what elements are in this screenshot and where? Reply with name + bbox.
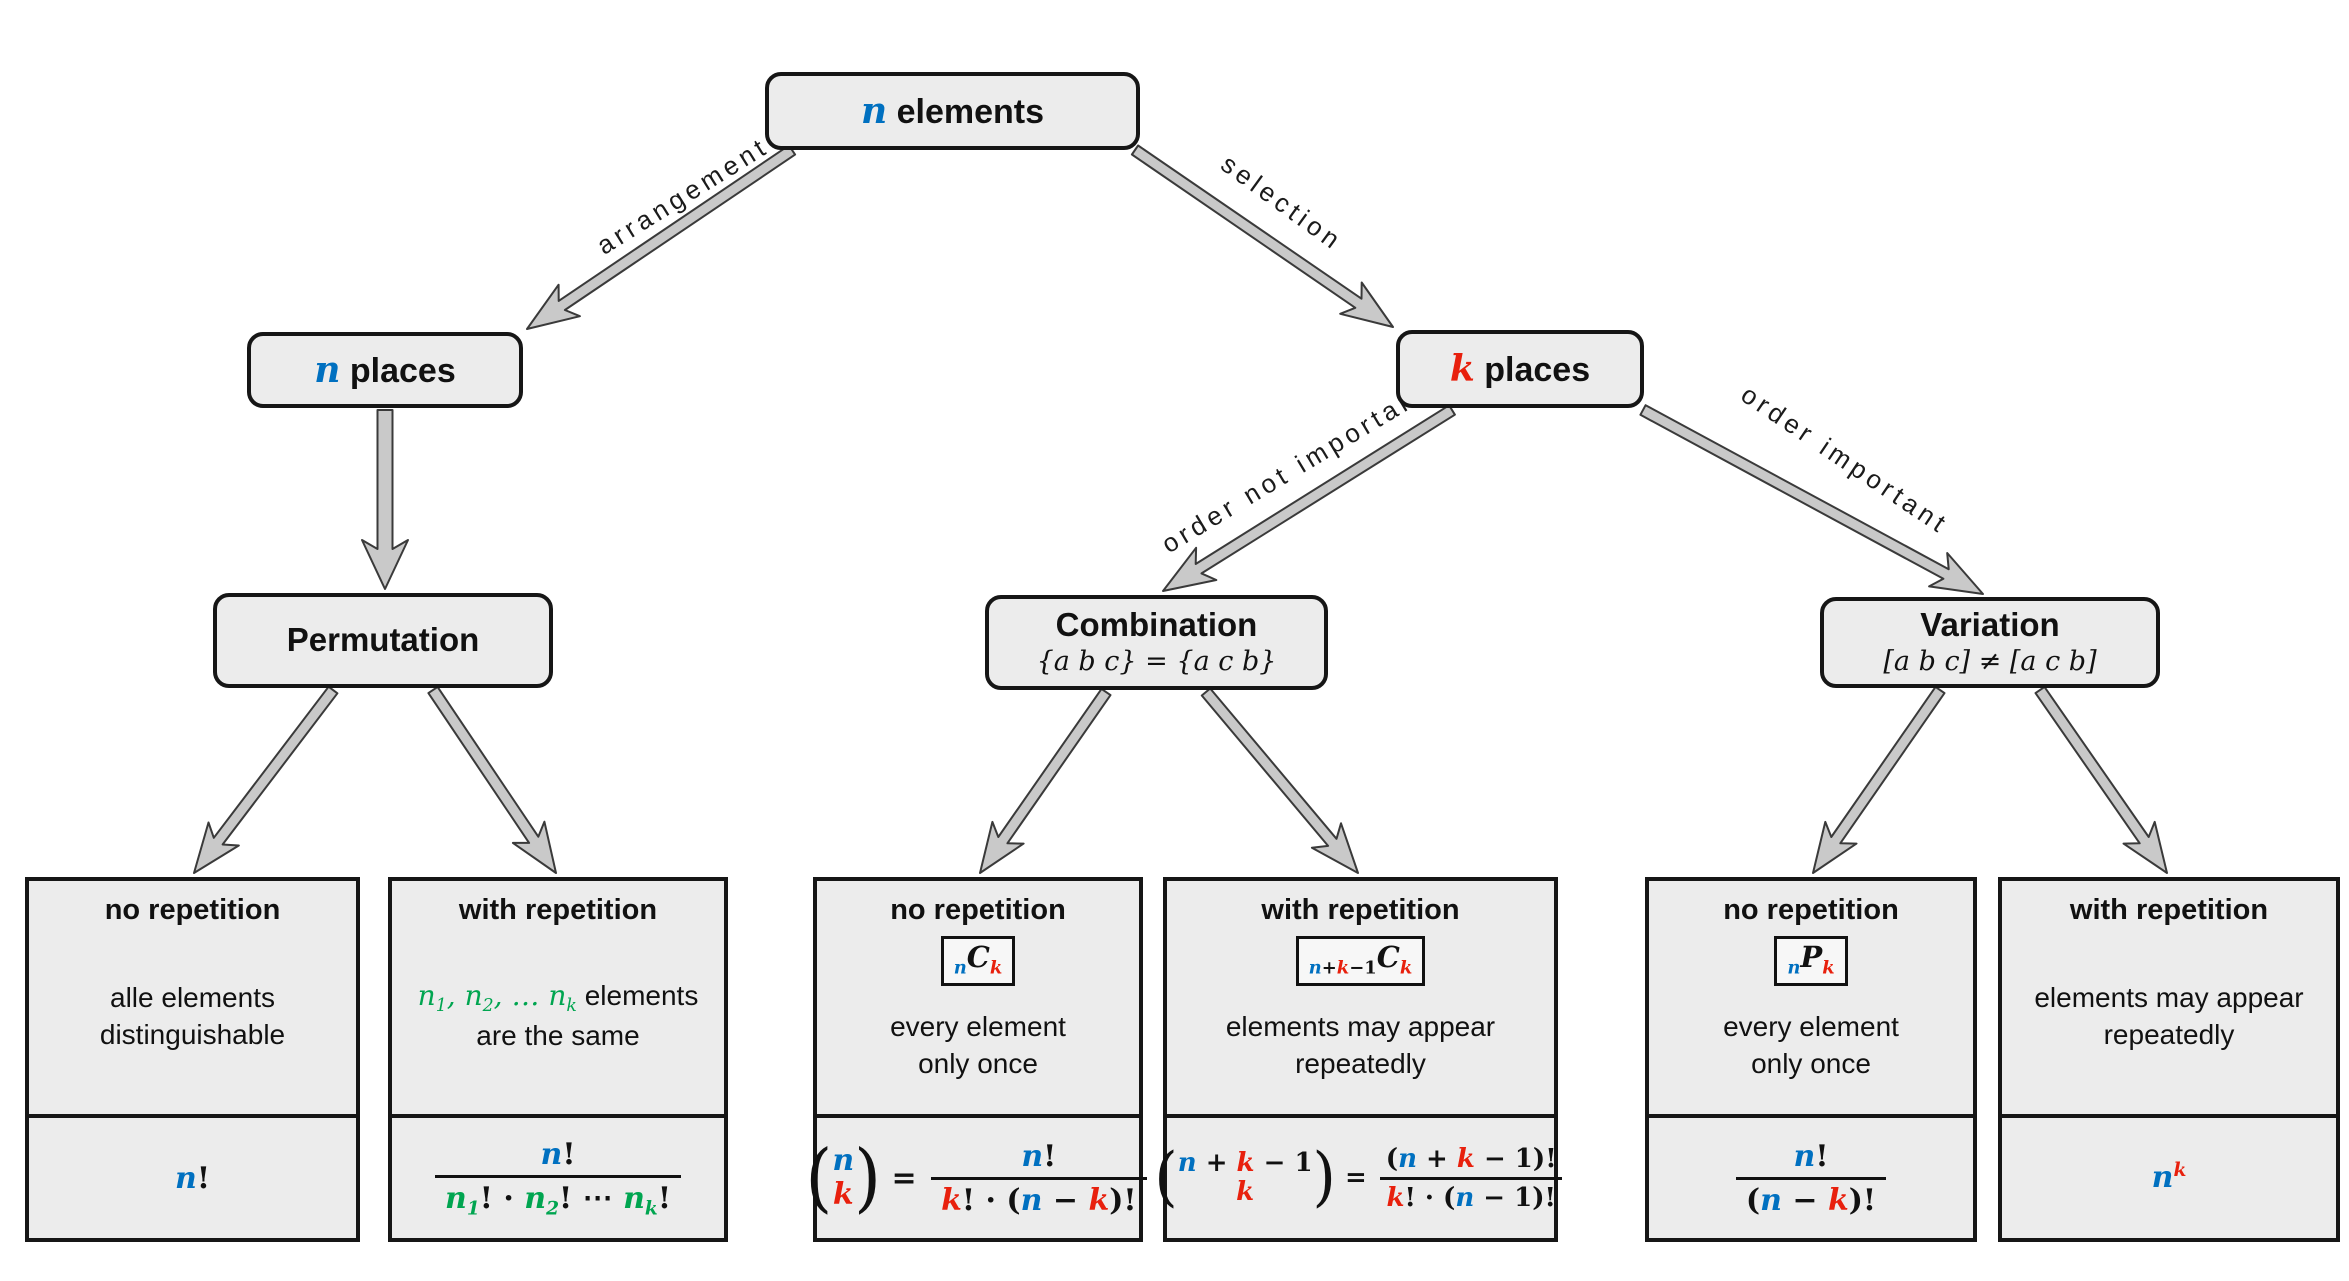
node-n-elements-label: n elements (860, 90, 1045, 132)
formula-multinomial: n!n1! · n2! ⋯ nk! (392, 1114, 724, 1238)
leaf-description: elements may appear repeatedly (1226, 986, 1495, 1114)
formula: nk (2151, 1160, 2187, 1196)
leaf-variation-no-repetition: no repetition nPk every element only onc… (1645, 877, 1977, 1242)
node-n-places-label: n places (314, 349, 456, 391)
description-line: alle elements (110, 981, 275, 1013)
description-line: n1, n2, … nk elements (417, 979, 699, 1017)
edge-permutation-to-with-repetition-arrow (427, 685, 557, 874)
leaf-combination-no-repetition: no repetition nCk every element only onc… (805, 877, 1147, 1242)
leaf-title: no repetition (1723, 894, 1899, 926)
leaf-content: with repetition n1, n2, … nk elements ar… (392, 881, 724, 1114)
description-line: repeatedly (2103, 1018, 2235, 1050)
leaf-content: with repetition elements may appear repe… (2002, 881, 2336, 1114)
description-line: elements may appear (2034, 981, 2304, 1013)
leaf-content: no repetition nPk every element only onc… (1649, 881, 1973, 1114)
leaf-description: alle elements distinguishable (100, 927, 285, 1114)
description-line: only once (1751, 1047, 1871, 1079)
leaf-content: no repetition nCk every element only onc… (817, 881, 1139, 1114)
description-line: every element (890, 1010, 1066, 1042)
formula-n-power-k: nk (2002, 1114, 2336, 1238)
formula: n!(n − k)! (1732, 1139, 1890, 1218)
description-line: repeatedly (1295, 1047, 1426, 1079)
edge-variation-to-with-repetition-arrow (2034, 685, 2168, 874)
formula: n! (175, 1160, 210, 1196)
badge-n-plus-k-minus-1-C-k: n+k−1Ck (1295, 936, 1426, 986)
node-variation-subtitle: [a b c] ≠ [a c b] (1883, 646, 2097, 678)
leaf-title: with repetition (2069, 894, 2269, 926)
formula-n-factorial: n! (29, 1114, 356, 1238)
leaf-content: with repetition n+k−1Ck elements may app… (1167, 881, 1554, 1114)
node-n-elements: n elements (765, 72, 1140, 150)
formula-partial-permutation: n!(n − k)! (1649, 1114, 1973, 1238)
edge-permutation-to-no-repetition-arrow (193, 685, 339, 874)
leaf-content: no repetition alle elements distinguisha… (29, 881, 356, 1114)
badge-nPk: nPk (1774, 936, 1848, 986)
node-k-places-label: k places (1449, 348, 1591, 390)
node-combination-label: Combination (1055, 605, 1258, 643)
edge-arrangement-arrow (526, 144, 797, 330)
node-permutation-label: Permutation (286, 621, 480, 659)
edge-variation-to-no-repetition-arrow (1812, 685, 1946, 874)
node-combination-subtitle: {a b c} = {a c b} (1036, 646, 1277, 678)
node-permutation: Permutation (213, 593, 553, 688)
edge-order-important-arrow (1639, 404, 1984, 595)
edge-combination-to-no-repetition-arrow (979, 687, 1112, 874)
edge-combination-to-with-repetition-arrow (1200, 687, 1359, 874)
node-variation: Variation [a b c] ≠ [a c b] (1820, 597, 2160, 688)
formula: n!n1! · n2! ⋯ nk! (431, 1137, 685, 1219)
badge-nCk: nCk (940, 936, 1016, 986)
leaf-description: elements may appear repeatedly (2034, 927, 2303, 1114)
description-line: elements may appear (1225, 1010, 1496, 1042)
edge-selection-arrow (1130, 144, 1394, 328)
node-variation-label: Variation (1920, 605, 2060, 643)
description-line: every element (1723, 1010, 1899, 1042)
leaf-description: every element only once (890, 986, 1066, 1114)
description-line: only once (918, 1047, 1038, 1079)
leaf-permutation-no-repetition: no repetition alle elements distinguisha… (25, 877, 360, 1242)
leaf-title: no repetition (890, 894, 1066, 926)
leaf-combination-with-repetition: with repetition n+k−1Ck elements may app… (1154, 877, 1562, 1242)
leaf-title: with repetition (1261, 894, 1460, 926)
description-line: distinguishable (99, 1018, 286, 1050)
leaf-description: every element only once (1723, 986, 1899, 1114)
edge-n-places-to-permutation-arrow (361, 409, 409, 590)
node-combination: Combination {a b c} = {a c b} (985, 595, 1328, 690)
leaf-permutation-with-repetition: with repetition n1, n2, … nk elements ar… (388, 877, 728, 1242)
leaf-title: no repetition (104, 894, 281, 926)
leaf-description: n1, n2, … nk elements are the same (418, 927, 699, 1114)
edge-order-not-important-arrow (1162, 404, 1456, 592)
node-n-places: n places (247, 332, 523, 408)
description-line: are the same (476, 1020, 640, 1051)
node-k-places: k places (1396, 330, 1644, 408)
leaf-title: with repetition (458, 894, 658, 926)
leaf-variation-with-repetition: with repetition elements may appear repe… (1998, 877, 2340, 1242)
